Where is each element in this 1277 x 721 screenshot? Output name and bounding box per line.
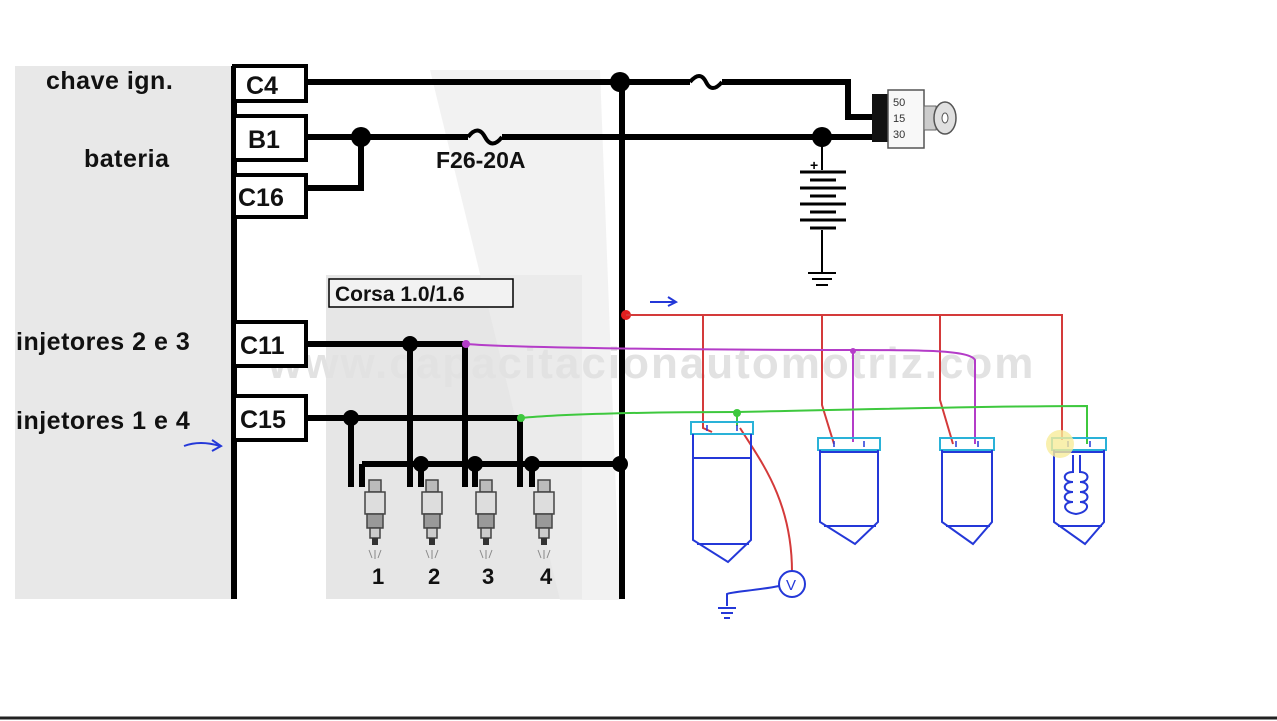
junction-supply-4 bbox=[524, 456, 540, 472]
svg-text:C15: C15 bbox=[240, 406, 286, 434]
fuse-label: F26-20A bbox=[436, 147, 525, 173]
injector-number-4: 4 bbox=[540, 564, 553, 589]
svg-text:C4: C4 bbox=[246, 72, 278, 100]
model-box: Corsa 1.0/1.6 bbox=[328, 278, 514, 308]
annotation-arrow-left bbox=[183, 442, 221, 447]
annotation-arrow-left-head bbox=[211, 439, 223, 452]
label-injectors-1-4: injetores 1 e 4 bbox=[16, 407, 190, 435]
watermark-text: www.capacitacionautomotriz.com bbox=[267, 339, 1035, 388]
injector-sketch-2 bbox=[817, 437, 881, 546]
junction-b1 bbox=[351, 127, 371, 147]
svg-text:B1: B1 bbox=[248, 126, 280, 154]
red-drop-1 bbox=[702, 315, 713, 433]
red-supply-wire bbox=[626, 314, 1063, 440]
purple-junction bbox=[850, 348, 856, 354]
red-drop-3 bbox=[939, 315, 954, 445]
junction-c11-a bbox=[402, 336, 418, 352]
svg-text:C16: C16 bbox=[238, 184, 284, 212]
svg-text:+: + bbox=[810, 157, 818, 173]
injector-sketch-group bbox=[690, 421, 1107, 564]
injector-group bbox=[364, 479, 555, 559]
annotation-arrow-right-head bbox=[667, 296, 679, 307]
injector-number-3: 3 bbox=[482, 564, 494, 589]
svg-text:V: V bbox=[786, 577, 796, 594]
coil-sketch bbox=[1063, 455, 1089, 516]
pin-c16: C16 bbox=[232, 173, 308, 219]
ignition-switch-icon: 50 15 30 bbox=[872, 89, 957, 149]
green-junction bbox=[733, 409, 741, 417]
junction-supply-3 bbox=[467, 456, 483, 472]
injector-icon-1 bbox=[364, 479, 386, 559]
junction-supply-main bbox=[612, 456, 628, 472]
red-drop-2 bbox=[821, 315, 835, 445]
svg-text:Corsa 1.0/1.6: Corsa 1.0/1.6 bbox=[335, 283, 465, 306]
ground-icon bbox=[808, 272, 836, 286]
switch-term-15: 15 bbox=[893, 113, 905, 125]
svg-text:C11: C11 bbox=[240, 332, 285, 360]
fuse-ign bbox=[688, 74, 724, 90]
pin-b1: B1 bbox=[232, 114, 308, 162]
injector-icon-3 bbox=[475, 479, 497, 559]
battery-icon: + bbox=[800, 137, 846, 272]
injector-icon-2 bbox=[421, 479, 443, 559]
junction-ign bbox=[610, 72, 630, 92]
pin-c4: C4 bbox=[232, 64, 308, 103]
injector-number-2: 2 bbox=[428, 564, 440, 589]
injector-number-1: 1 bbox=[372, 564, 384, 589]
junction-supply-2 bbox=[413, 456, 429, 472]
green-signal-wire bbox=[520, 404, 1088, 444]
switch-term-30: 30 bbox=[893, 129, 905, 141]
label-injectors-2-3: injetores 2 e 3 bbox=[16, 328, 190, 356]
injector-sketch-3 bbox=[939, 437, 995, 546]
fuse-f26 bbox=[466, 128, 504, 146]
injector-icon-4 bbox=[533, 479, 555, 559]
purple-signal-wire bbox=[465, 343, 976, 444]
wire-to-switch-15 bbox=[722, 79, 886, 120]
pin-c15: C15 bbox=[232, 394, 308, 442]
label-ignition: chave ign. bbox=[46, 67, 173, 95]
cursor-highlight bbox=[1046, 430, 1074, 458]
junction-c15-a bbox=[343, 410, 359, 426]
voltmeter-icon: V bbox=[718, 570, 806, 619]
label-panel bbox=[15, 66, 233, 599]
wire-c16 bbox=[306, 137, 364, 191]
watermark-stripe bbox=[430, 70, 620, 600]
switch-term-50: 50 bbox=[893, 97, 905, 109]
red-probe-wire bbox=[739, 427, 793, 573]
label-battery: bateria bbox=[84, 145, 170, 173]
injector-sketch-1 bbox=[690, 421, 754, 564]
pin-c11: C11 bbox=[232, 320, 308, 368]
